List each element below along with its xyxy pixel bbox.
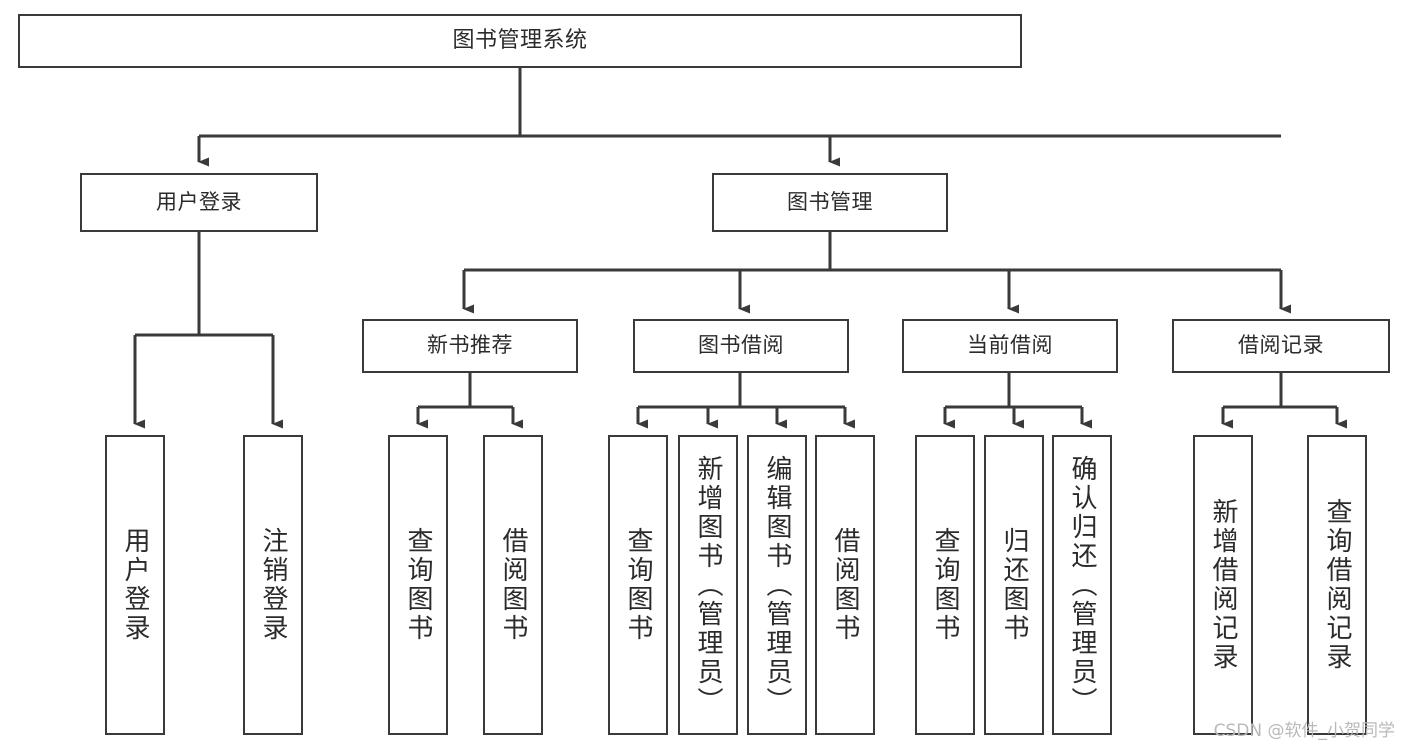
- node-label: 新增图书（管理员）: [693, 454, 724, 716]
- node-label: 查询借阅记录: [1322, 498, 1353, 672]
- node-label: 确认归还（管理员）: [1067, 454, 1098, 716]
- leaf-node-query-book-current[interactable]: 查询图书: [915, 435, 975, 735]
- node-label: 编辑图书（管理员）: [762, 454, 793, 716]
- node-current-borrow[interactable]: 当前借阅: [902, 319, 1118, 373]
- node-user-login[interactable]: 用户登录: [80, 173, 318, 232]
- leaf-node-query-book-recommend[interactable]: 查询图书: [388, 435, 448, 735]
- leaf-node-query-borrow-record[interactable]: 查询借阅记录: [1307, 435, 1367, 735]
- node-label: 借阅图书: [830, 527, 861, 643]
- node-label: 查询图书: [403, 527, 434, 643]
- leaf-node-logout-login[interactable]: 注销登录: [243, 435, 303, 735]
- node-root-book-management-system[interactable]: 图书管理系统: [18, 14, 1022, 68]
- leaf-node-confirm-return-admin[interactable]: 确认归还（管理员）: [1052, 435, 1112, 735]
- node-label: 图书管理: [787, 189, 873, 214]
- node-label: 查询图书: [930, 527, 961, 643]
- node-book-borrow[interactable]: 图书借阅: [633, 319, 849, 373]
- node-label: 当前借阅: [967, 333, 1053, 358]
- node-label: 借阅记录: [1238, 333, 1324, 358]
- leaf-node-user-login[interactable]: 用户登录: [105, 435, 165, 735]
- node-label: 注销登录: [258, 527, 289, 643]
- node-label: 借阅图书: [498, 527, 529, 643]
- leaf-node-edit-book-admin[interactable]: 编辑图书（管理员）: [747, 435, 807, 735]
- leaf-node-borrow-book-recommend[interactable]: 借阅图书: [483, 435, 543, 735]
- node-new-book-recommend[interactable]: 新书推荐: [362, 319, 578, 373]
- node-label: 新书推荐: [427, 333, 513, 358]
- node-label: 新增借阅记录: [1208, 498, 1239, 672]
- node-label: 图书借阅: [698, 333, 784, 358]
- node-label: 查询图书: [623, 527, 654, 643]
- node-label: 图书管理系统: [452, 27, 588, 53]
- node-book-management[interactable]: 图书管理: [712, 173, 948, 232]
- node-label: 归还图书: [999, 527, 1030, 643]
- leaf-node-add-book-admin[interactable]: 新增图书（管理员）: [678, 435, 738, 735]
- leaf-node-add-borrow-record[interactable]: 新增借阅记录: [1193, 435, 1253, 735]
- leaf-node-borrow-book-borrow[interactable]: 借阅图书: [815, 435, 875, 735]
- node-label: 用户登录: [120, 527, 151, 643]
- leaf-node-return-book[interactable]: 归还图书: [984, 435, 1044, 735]
- csdn-watermark: CSDN @软件_小贺同学: [1213, 721, 1395, 741]
- leaf-node-query-book-borrow[interactable]: 查询图书: [608, 435, 668, 735]
- node-borrow-record[interactable]: 借阅记录: [1172, 319, 1390, 373]
- node-label: 用户登录: [156, 189, 242, 214]
